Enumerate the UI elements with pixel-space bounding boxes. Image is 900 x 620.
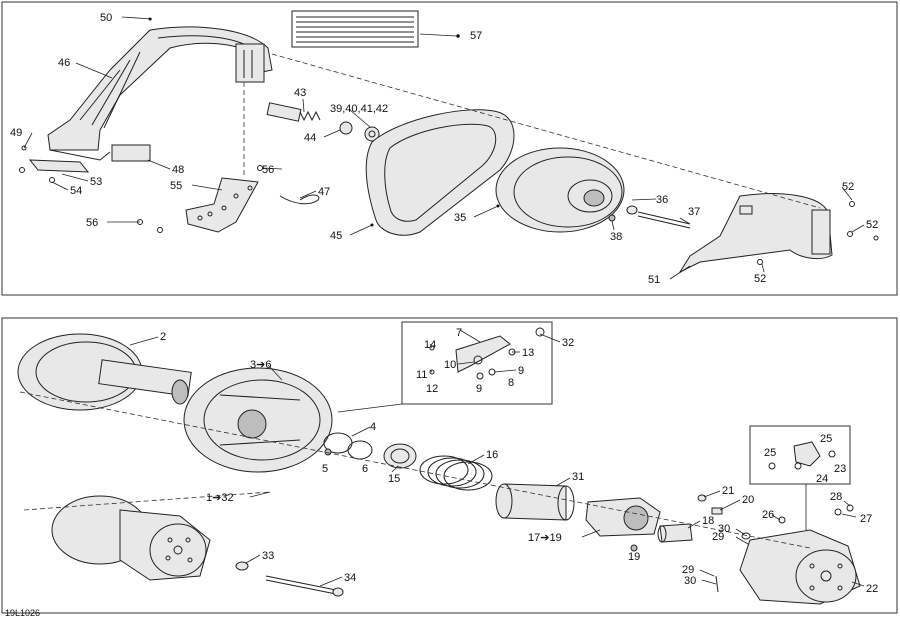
drawing-code: 19L1026 <box>5 608 40 618</box>
callout-55: 55 <box>170 180 182 192</box>
callout-8: 8 <box>508 377 514 389</box>
callout-50: 50 <box>100 12 112 24</box>
callout-56-left: 56 <box>86 217 98 229</box>
drive-pulley-assembly <box>51 495 211 581</box>
callout-29-lower: 29 <box>682 564 694 576</box>
callout-43: 43 <box>294 87 306 99</box>
callout-13: 13 <box>522 347 534 359</box>
callout-25-right: 25 <box>820 433 832 445</box>
callout-16: 16 <box>486 449 498 461</box>
moveable-sheave <box>183 367 333 473</box>
callout-6: 6 <box>362 463 368 475</box>
callout-9-right: 9 <box>518 365 524 377</box>
callout-19: 19 <box>628 551 640 563</box>
callout-53: 53 <box>90 176 102 188</box>
inset-arm-box <box>401 321 553 405</box>
callout-56-right: 56 <box>262 164 274 176</box>
retainer-cable <box>279 194 320 205</box>
callout-17-19: 17➔19 <box>528 532 562 544</box>
axis-top-main <box>271 53 821 209</box>
governor-cup <box>739 529 861 605</box>
callout-49: 49 <box>10 127 22 139</box>
leader-lines-bottom <box>129 329 865 587</box>
drive-belt <box>365 109 515 236</box>
lever-parts <box>768 441 836 470</box>
callout-44: 44 <box>304 132 316 144</box>
callout-28: 28 <box>830 491 842 503</box>
callout-7: 7 <box>456 327 462 339</box>
callout-29-upper: 29 <box>712 531 724 543</box>
callout-2: 2 <box>160 331 166 343</box>
callout-23: 23 <box>834 463 846 475</box>
callout-20: 20 <box>742 494 754 506</box>
inset-arm-leader <box>337 403 403 413</box>
callout-57: 57 <box>470 30 482 42</box>
callout-3-6: 3➔6 <box>250 359 271 371</box>
callout-18: 18 <box>702 515 714 527</box>
callout-37: 37 <box>688 206 700 218</box>
callout-25-left: 25 <box>764 447 776 459</box>
top-panel-frame <box>1 1 898 296</box>
callout-32-inset: 32 <box>562 337 574 349</box>
callout-33: 33 <box>262 550 274 562</box>
callout-39-42: 39,40,41,42 <box>330 103 388 115</box>
callout-4: 4 <box>370 421 376 433</box>
callout-45: 45 <box>330 230 342 242</box>
callout-10: 10 <box>444 359 456 371</box>
callout-38: 38 <box>610 231 622 243</box>
callout-54: 54 <box>70 185 82 197</box>
callout-30-upper: 30 <box>718 523 730 535</box>
callout-11: 11 <box>416 369 427 381</box>
spring-sleeve <box>495 483 575 521</box>
callout-5: 5 <box>322 463 328 475</box>
callout-52-right: 52 <box>866 219 878 231</box>
callout-52-top: 52 <box>842 181 854 193</box>
callout-34: 34 <box>344 572 356 584</box>
callout-15: 15 <box>388 473 400 485</box>
callout-24: 24 <box>816 473 828 485</box>
callout-21: 21 <box>722 485 734 497</box>
driven-pulley <box>495 147 625 233</box>
guard-bracket <box>19 145 90 183</box>
callout-22: 22 <box>866 583 878 595</box>
guard-support-arm <box>137 165 263 233</box>
fixed-sheave <box>17 333 192 411</box>
inset-lever-box <box>749 425 851 485</box>
sheave-rings <box>323 432 417 469</box>
callout-47: 47 <box>318 186 330 198</box>
centrifugal-arm <box>429 327 545 380</box>
spacer-stack <box>266 102 380 142</box>
callout-46: 46 <box>58 57 70 69</box>
callout-30-lower: 30 <box>684 575 696 587</box>
callout-1-32: 1➔32 <box>206 492 234 504</box>
callout-36: 36 <box>656 194 668 206</box>
callout-48: 48 <box>172 164 184 176</box>
axis-bottom-lower <box>23 491 271 511</box>
callout-35: 35 <box>454 212 466 224</box>
callout-31: 31 <box>572 471 584 483</box>
warning-label <box>291 10 419 48</box>
callout-14: 14 <box>424 339 436 351</box>
drive-pulley-bolt <box>235 561 344 597</box>
axis-bottom-main <box>19 391 811 549</box>
cam-bushing <box>657 523 693 543</box>
belt-guard <box>47 26 273 162</box>
callout-52-bottom: 52 <box>754 273 766 285</box>
pulley-bolt <box>608 205 691 229</box>
callout-26: 26 <box>762 509 774 521</box>
callout-12: 12 <box>426 383 438 395</box>
bottom-panel-frame <box>1 317 898 614</box>
pulley-spring <box>419 455 493 491</box>
callout-dots-top <box>148 17 500 227</box>
callout-51: 51 <box>648 274 660 286</box>
leader-lines-top <box>23 16 865 280</box>
callout-9-lower: 9 <box>476 383 482 395</box>
outer-cover <box>678 193 879 274</box>
callout-27: 27 <box>860 513 872 525</box>
